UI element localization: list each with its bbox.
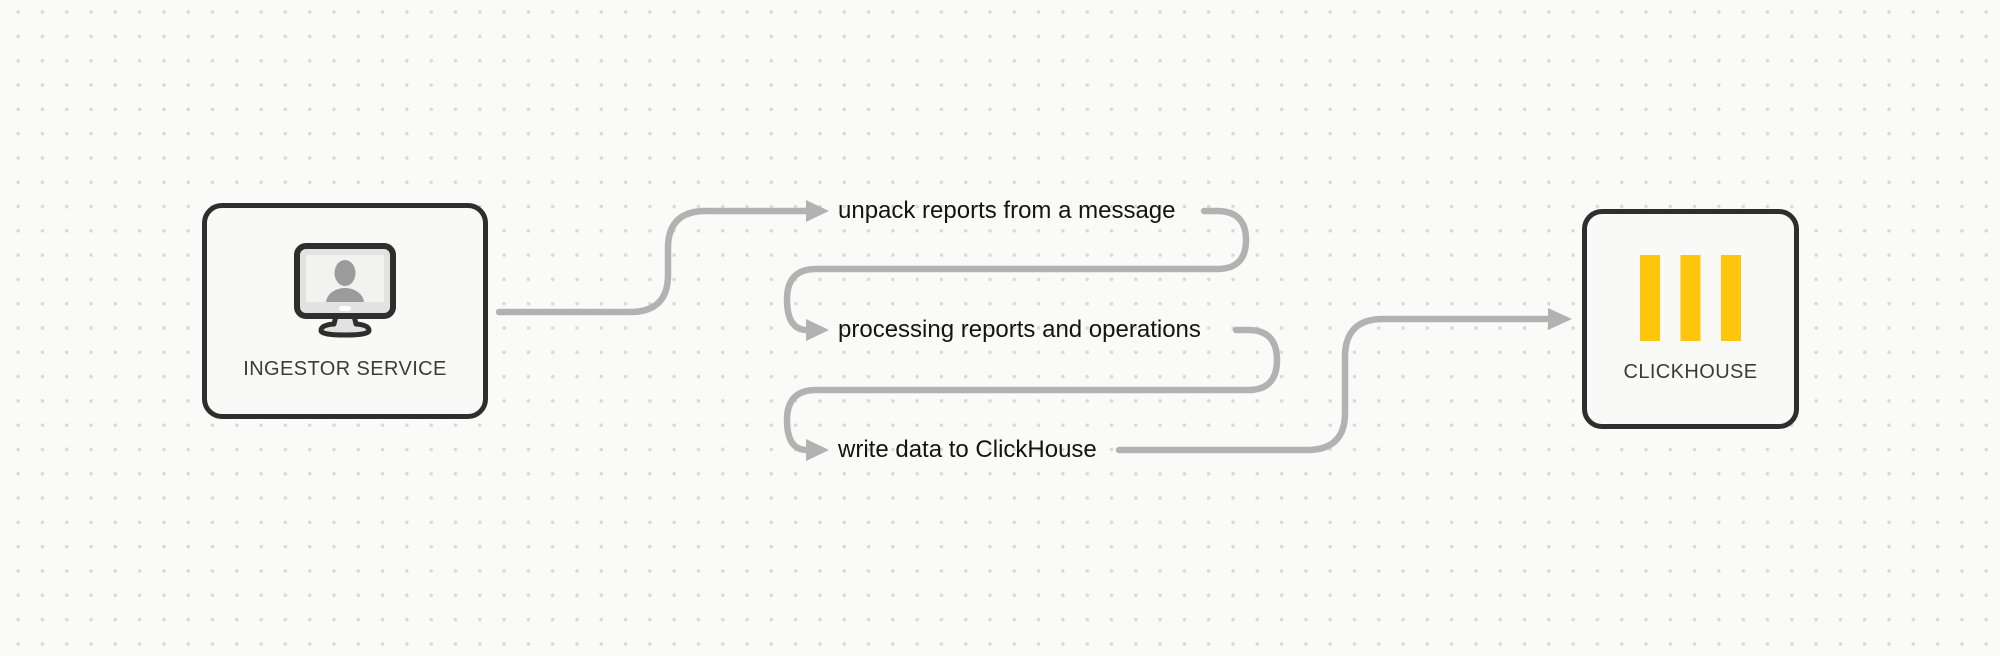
person-silhouette bbox=[326, 259, 364, 302]
connector-step2-to-step3 bbox=[783, 326, 1281, 454]
step-label-unpack-reports: unpack reports from a message bbox=[838, 197, 1176, 224]
node-ingestor-service: INGESTOR SERVICE bbox=[202, 203, 488, 419]
arrowhead-clickhouse bbox=[1548, 308, 1572, 330]
step-label-processing-reports: processing reports and operations bbox=[838, 316, 1201, 343]
node-clickhouse: CLICKHOUSE bbox=[1582, 209, 1799, 429]
node-label-clickhouse: CLICKHOUSE bbox=[1623, 360, 1758, 383]
step-label-write-data: write data to ClickHouse bbox=[838, 436, 1097, 463]
monitor-stand bbox=[318, 313, 372, 337]
node-label-ingestor: INGESTOR SERVICE bbox=[243, 357, 447, 380]
arrowhead-step2 bbox=[806, 319, 829, 341]
connector-step1-to-step2 bbox=[783, 207, 1250, 334]
clickhouse-bars-icon bbox=[1640, 254, 1741, 341]
monitor-indicator bbox=[339, 305, 351, 311]
connector-ingestor-to-step1 bbox=[495, 207, 811, 316]
arrowhead-step3 bbox=[806, 439, 829, 461]
connector-step3-to-clickhouse bbox=[1115, 315, 1553, 454]
monitor-user-icon bbox=[294, 242, 396, 337]
arrowhead-step1 bbox=[806, 200, 829, 222]
